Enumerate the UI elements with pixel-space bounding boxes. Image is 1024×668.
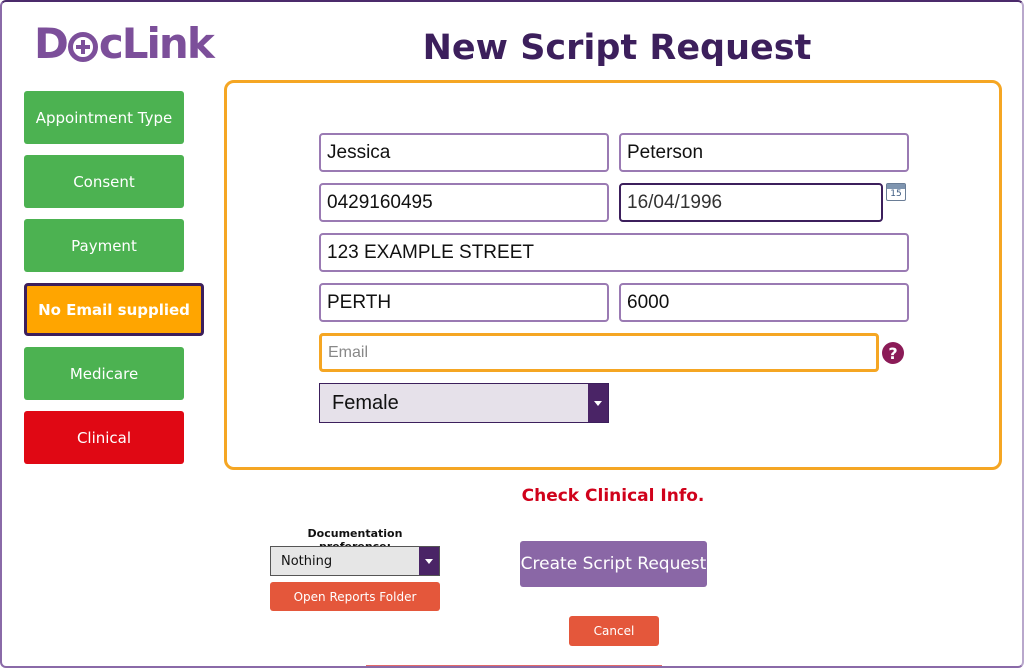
- page-title: New Script Request: [422, 28, 812, 68]
- open-reports-folder-button[interactable]: Open Reports Folder: [270, 582, 440, 611]
- bottom-indicator-strip: [366, 665, 662, 666]
- sidebar-item-consent[interactable]: Consent: [24, 155, 184, 208]
- sidebar-item-no-email[interactable]: No Email supplied: [24, 283, 204, 336]
- sidebar-item-appointment-type[interactable]: Appointment Type: [24, 91, 184, 144]
- documentation-preference-select[interactable]: Nothing: [270, 546, 440, 576]
- sidebar-item-label: Medicare: [69, 364, 139, 383]
- sidebar-item-label: Clinical: [76, 428, 132, 447]
- doclink-logo: D cLink: [34, 19, 215, 68]
- medical-cross-icon: [67, 32, 98, 62]
- create-script-request-button[interactable]: Create Script Request: [520, 541, 707, 587]
- sidebar-item-label: Appointment Type: [35, 108, 173, 127]
- phone-input[interactable]: 0429160495: [319, 183, 609, 222]
- postcode-input[interactable]: 6000: [619, 283, 909, 322]
- chevron-down-icon[interactable]: [588, 384, 608, 422]
- gender-select[interactable]: Female: [319, 383, 609, 423]
- gender-selected-value: Female: [332, 391, 399, 414]
- logo-text-end: cLink: [98, 19, 215, 68]
- help-glyph: ?: [888, 343, 898, 363]
- logo-text-start: D: [34, 19, 69, 68]
- sidebar-item-payment[interactable]: Payment: [24, 219, 184, 272]
- last-name-input[interactable]: Peterson: [619, 133, 909, 172]
- sidebar-item-label: Consent: [73, 172, 135, 191]
- help-icon[interactable]: ?: [882, 342, 904, 364]
- address-input[interactable]: 123 EXAMPLE STREET: [319, 233, 909, 272]
- email-placeholder: Email: [328, 343, 369, 361]
- chevron-down-icon[interactable]: [419, 547, 439, 575]
- sidebar-item-medicare[interactable]: Medicare: [24, 347, 184, 400]
- first-name-input[interactable]: Jessica: [319, 133, 609, 172]
- calendar-day-label: 15: [890, 189, 902, 199]
- dob-input[interactable]: 16/04/1996: [619, 183, 883, 222]
- cancel-button[interactable]: Cancel: [569, 616, 659, 646]
- calendar-icon[interactable]: 15: [886, 183, 906, 201]
- suburb-input[interactable]: PERTH: [319, 283, 609, 322]
- sidebar-item-clinical[interactable]: Clinical: [24, 411, 184, 464]
- open-reports-label: Open Reports Folder: [293, 589, 417, 604]
- documentation-selected-value: Nothing: [281, 553, 333, 569]
- create-label: Create Script Request: [520, 554, 707, 574]
- sidebar-item-label: No Email supplied: [38, 300, 190, 319]
- sidebar-item-label: Payment: [71, 236, 137, 255]
- clinical-warning-text: Check Clinical Info.: [521, 486, 705, 506]
- email-input[interactable]: Email: [319, 333, 879, 372]
- cancel-label: Cancel: [593, 624, 635, 638]
